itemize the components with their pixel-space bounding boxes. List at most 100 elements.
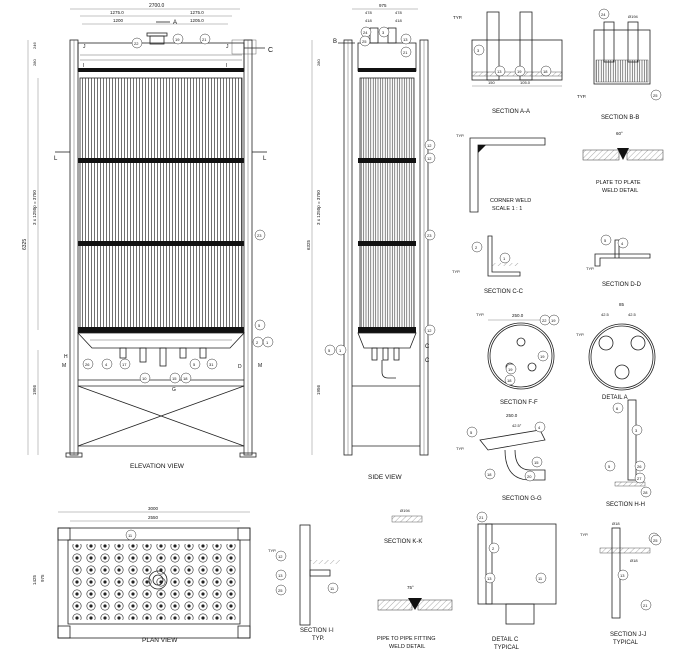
balloon-gg-9: 5 xyxy=(470,430,473,435)
typ-gg: TYP. xyxy=(456,446,464,451)
section-mark-j2: J xyxy=(226,44,229,50)
pipe-weld-label-2: WELD DETAIL xyxy=(389,644,425,650)
section-mark-l2: L xyxy=(263,156,267,162)
dim-plan-h1: 1425 xyxy=(32,574,37,585)
dim-plan-h2: 975 xyxy=(40,574,45,582)
balloon-10: 10 xyxy=(142,376,147,381)
dim-half-b: 1275.0 xyxy=(190,10,204,15)
dim-side-height-tubes: 3 x 1250p = 3750 xyxy=(316,190,321,225)
detail-c: 21 2 13 11 DETAIL C TYPICAL xyxy=(476,511,557,651)
balloon-side-24: 24 xyxy=(363,30,368,35)
balloon-ff-19b: 19 xyxy=(508,367,513,372)
balloon-c-21: 21 xyxy=(479,515,484,520)
balloon-aa-19: 19 xyxy=(517,69,522,74)
section-ff: 250.0 TYP. 22 19 19 18 19 SECTION F-F xyxy=(476,312,560,406)
dim-height-total: 6325 xyxy=(22,239,28,250)
dim-kk: Ø194 xyxy=(400,508,411,513)
balloon-ii-11: 11 xyxy=(330,586,335,591)
typ-aa: TYP. xyxy=(453,15,462,20)
balloon-18: 18 xyxy=(183,376,188,381)
section-mark-g: G xyxy=(172,387,176,393)
dim-gg-angle: 42.5° xyxy=(512,423,522,428)
dim-da-85: 85 xyxy=(619,302,625,307)
typ-cc: TYP. xyxy=(452,269,460,274)
balloon-aa-13: 13 xyxy=(497,69,502,74)
section-hh: 6 3 5 26 27 28 SECTION H-H xyxy=(604,399,652,508)
section-aa: TYP. 150 105.0 3 13 19 18 SECTION A-A xyxy=(453,11,563,115)
section-mark-b: B xyxy=(333,39,337,45)
balloon-ii-12: 12 xyxy=(278,554,283,559)
balloon-aa-18: 18 xyxy=(543,69,548,74)
balloon-gg-15: 15 xyxy=(534,460,539,465)
balloon-plan-11: 11 xyxy=(128,533,133,538)
balloon-bb-25: 25 xyxy=(653,93,658,98)
section-bb: Ø194 TYP. 24 25 SECTION B-B xyxy=(577,8,662,121)
balloon-23: 23 xyxy=(257,233,262,238)
section-mark-c3: C xyxy=(425,358,430,364)
balloon-side-3: 3 xyxy=(382,30,385,35)
balloon-ff-18: 18 xyxy=(507,378,512,383)
dim-side-d: 418 xyxy=(395,18,402,23)
section-ii: TYP. 12 13 25 11 SECTION I-I TYP. xyxy=(268,524,340,642)
dim-height-legs: 1956 xyxy=(32,384,37,395)
detail-c-typ: TYPICAL xyxy=(494,645,520,651)
balloon-hh-3: 3 xyxy=(635,428,638,433)
detail-c-label: DETAIL C xyxy=(492,637,519,643)
balloon-5b: 5 xyxy=(193,362,196,367)
section-mark-i: I xyxy=(83,63,84,69)
dim-plan-inner: 2550 xyxy=(148,515,159,520)
balloon-side-12b: 12 xyxy=(427,156,432,161)
section-gg-label: SECTION G-G xyxy=(502,496,542,502)
dim-aa-105: 105.0 xyxy=(520,80,531,85)
section-mark-c2: C xyxy=(425,344,430,350)
balloon-22: 22 xyxy=(134,41,139,46)
balloon-side-23: 23 xyxy=(427,233,432,238)
dim-overall-width: 2700.0 xyxy=(149,3,165,9)
balloon-side-1: 1 xyxy=(339,348,342,353)
balloon-dd-4: 4 xyxy=(621,241,624,246)
balloon-bb-24: 24 xyxy=(601,12,606,17)
balloon-dd-5: 5 xyxy=(604,238,607,243)
balloon-4: 4 xyxy=(105,362,108,367)
dim-plan-width: 3000 xyxy=(148,506,159,511)
balloon-26: 26 xyxy=(85,362,90,367)
section-aa-label: SECTION A-A xyxy=(492,109,530,115)
balloon-19: 19 xyxy=(175,37,180,42)
balloon-31: 31 xyxy=(209,362,214,367)
plate-weld-detail: 60° PLATE TO PLATE WELD DETAIL xyxy=(582,131,664,194)
section-mark-a: A xyxy=(173,20,177,26)
section-mark-c: C xyxy=(268,47,273,54)
dim-side-height-legs: 1956 xyxy=(316,384,321,395)
plate-weld-label-2: WELD DETAIL xyxy=(602,188,638,194)
dim-da-42b: 42.5 xyxy=(628,312,637,317)
corner-scale-label: SCALE 1 : 1 xyxy=(492,206,522,212)
dim-side-a: 478 xyxy=(365,10,372,15)
typ-ff: TYP. xyxy=(476,312,484,317)
side-view-label: SIDE VIEW xyxy=(368,474,402,481)
section-ii-typ: TYP. xyxy=(312,636,325,642)
section-hh-label: SECTION H-H xyxy=(606,502,645,508)
balloon-side-21: 21 xyxy=(403,50,408,55)
section-mark-j: J xyxy=(83,44,86,50)
balloon-ff-22: 22 xyxy=(542,318,547,323)
balloon-side-13: 13 xyxy=(403,37,408,42)
side-view: 975 478 478 418 418 6325 3 x 1250p = 375… xyxy=(306,3,436,481)
balloon-hh-6: 6 xyxy=(616,406,619,411)
balloon-gg-20: 20 xyxy=(527,474,532,479)
dim-side-c: 418 xyxy=(365,18,372,23)
section-ff-label: SECTION F-F xyxy=(500,400,538,406)
section-mark-m: M xyxy=(62,363,66,369)
balloon-21: 21 xyxy=(202,37,207,42)
dim-side-b: 478 xyxy=(395,10,402,15)
dim-jj-2: Ø18 xyxy=(630,558,638,563)
pipe-angle: 75° xyxy=(407,585,414,590)
balloon-side-25: 25 xyxy=(362,39,367,44)
section-kk-label: SECTION K-K xyxy=(384,539,422,545)
balloon-side-12: 12 xyxy=(427,143,432,148)
balloon-jj-25: 25 xyxy=(653,538,658,543)
balloon-17: 17 xyxy=(122,362,127,367)
section-bb-label: SECTION B-B xyxy=(601,115,639,121)
balloon-cc-2: 2 xyxy=(475,245,478,250)
section-mark-h: H xyxy=(64,354,68,360)
dim-ff-250: 250.0 xyxy=(512,313,524,318)
